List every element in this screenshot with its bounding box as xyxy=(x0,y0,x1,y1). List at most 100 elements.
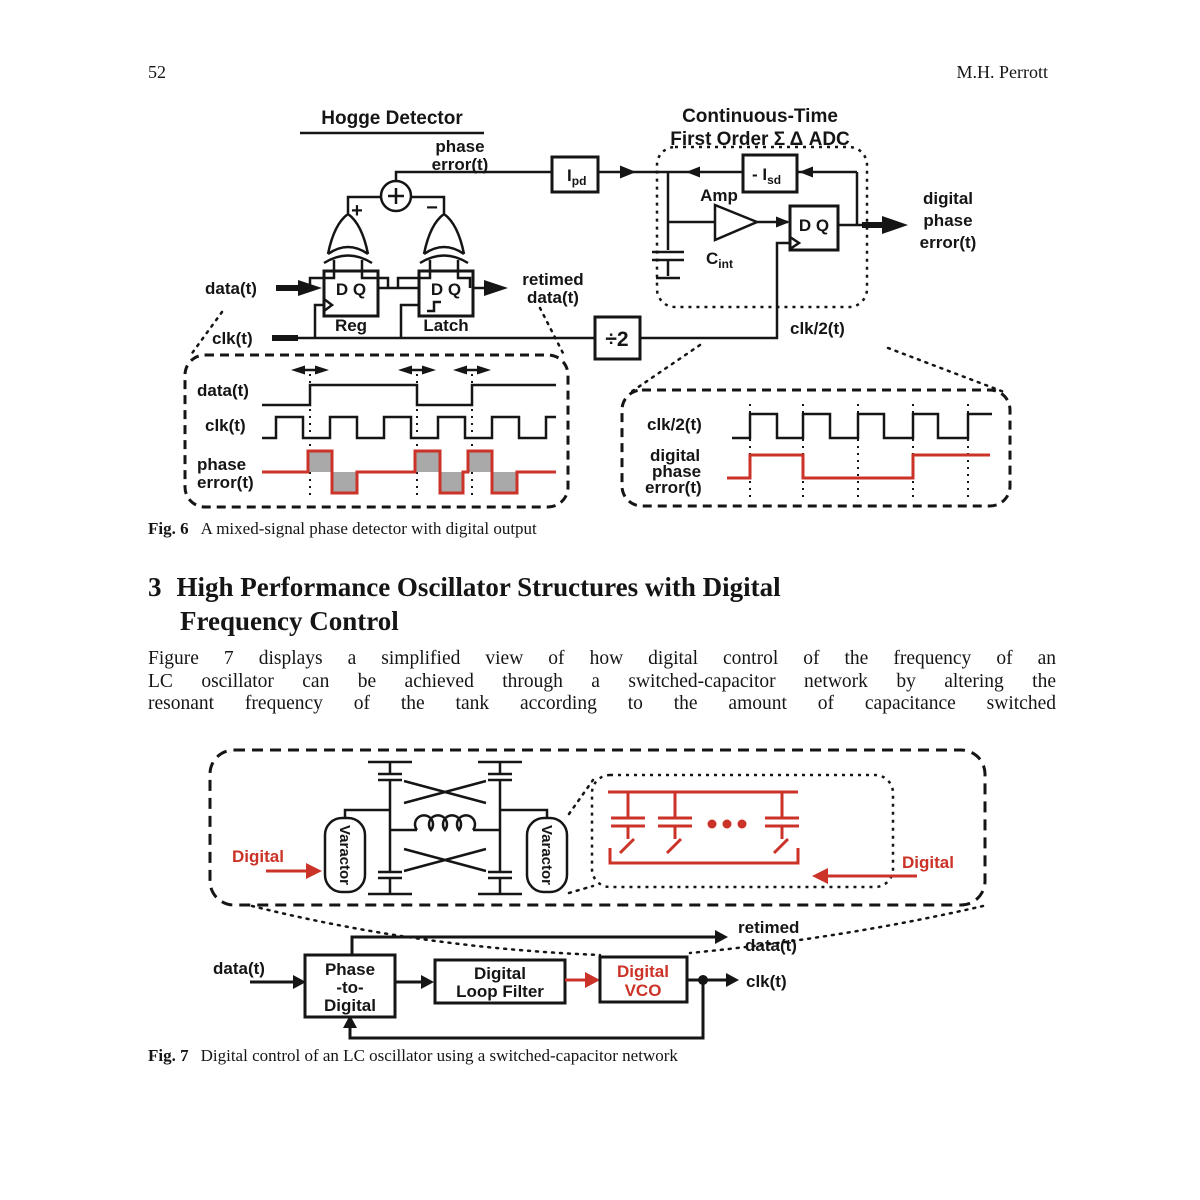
wave-clk2-label: clk/2(t) xyxy=(647,415,702,434)
data-waveform xyxy=(262,383,556,407)
retimed-label-2: data(t) xyxy=(527,288,579,307)
fig6-diagram: Hogge Detector Continuous-Time First Ord… xyxy=(183,106,1012,509)
section-number: 3 xyxy=(148,572,162,602)
switched-cap-dashed-box xyxy=(590,773,895,889)
varactor-zoom-links xyxy=(567,778,595,895)
clk2-waveform xyxy=(732,412,992,440)
latch-box xyxy=(417,269,475,318)
isd-label: - Isd xyxy=(752,165,781,187)
fig6-caption-text: A mixed-signal phase detector with digit… xyxy=(200,519,537,538)
fig7-caption-label: Fig. 7 xyxy=(148,1046,189,1065)
paragraph-line: Figure 7 displays a simplified view of h… xyxy=(148,648,1056,669)
fig7-callout-curves xyxy=(250,904,985,957)
reg-label: Reg xyxy=(335,316,367,335)
data-arrowhead xyxy=(293,975,306,989)
integrator-wires xyxy=(652,170,743,280)
fig7-retimed-label-2: data(t) xyxy=(745,936,797,955)
adc-dff-clock-triangle xyxy=(789,235,802,251)
amp-label: Amp xyxy=(700,186,738,205)
fig7-retimed-label-1: retimed xyxy=(738,918,799,937)
cross-coupled-transistors xyxy=(368,760,522,896)
adc-out-arrowhead xyxy=(882,216,908,234)
amp-triangle xyxy=(713,203,761,242)
adc-title-line1: Continuous-Time xyxy=(682,106,838,127)
fig7-outer-dashed-box xyxy=(208,748,987,907)
header-author: M.H. Perrott xyxy=(956,62,1049,82)
fig6-caption: Fig. 6 A mixed-signal phase detector with… xyxy=(148,519,537,539)
hogge-title: Hogge Detector xyxy=(321,108,463,129)
loop-box-line1: Digital xyxy=(474,964,526,983)
page-number: 52 xyxy=(148,62,166,82)
latch-level-symbol xyxy=(427,300,441,313)
reg-dq-label: D Q xyxy=(336,280,366,299)
sum-plus-sign: + xyxy=(351,200,363,222)
paragraph-line: resonant frequency of the tank according… xyxy=(148,693,1056,714)
clk-t-label: clk(t) xyxy=(212,329,253,348)
reg-clock-triangle xyxy=(323,298,335,312)
retimed-label-1: retimed xyxy=(522,270,583,289)
phase-box-line2: -to- xyxy=(336,978,363,997)
phase-error-waveform xyxy=(262,449,556,495)
feedback-wire xyxy=(348,980,705,1040)
retimed-arrowhead7 xyxy=(715,930,728,944)
loop-box-line2: Loop Filter xyxy=(456,982,544,1001)
isd-feedback-arrowhead xyxy=(686,166,700,178)
digital-out-label-2: phase xyxy=(923,211,972,230)
digital-phase-error-waveform xyxy=(727,453,990,480)
digital-left-label: Digital xyxy=(232,847,284,866)
vco-box-line2: VCO xyxy=(625,981,662,1000)
divide-by-2-label: ÷2 xyxy=(605,328,628,351)
ipd-label: Ipd xyxy=(567,166,586,188)
phase-error-label-1: phase xyxy=(435,137,484,156)
data-t-label: data(t) xyxy=(205,279,257,298)
right-panel-border xyxy=(620,388,1012,508)
wave-dpe-label-1: digital xyxy=(650,446,700,465)
phase-error-wire xyxy=(394,170,552,181)
phase-error-shaded-areas xyxy=(308,451,517,493)
ipd-out-arrowhead xyxy=(620,165,636,179)
fig7-clk-label: clk(t) xyxy=(746,972,787,991)
wave-dpe-label-3: error(t) xyxy=(645,478,702,497)
retimed-wire xyxy=(350,935,717,955)
adc-out-wires xyxy=(838,172,884,227)
fig7-diagram: Varactor Varactor Digital Digital data(t… xyxy=(208,748,987,1040)
wave-data-label: data(t) xyxy=(197,381,249,400)
xor-gate-left xyxy=(323,212,373,265)
paragraph-line: LC oscillator can be achieved through a … xyxy=(148,670,1056,692)
wave-clk-label: clk(t) xyxy=(205,416,246,435)
section-title-line2: Frequency Control xyxy=(180,606,399,636)
feedback-arrowhead xyxy=(343,1015,357,1028)
ellipsis-dots xyxy=(707,819,747,829)
reg-flipflop-box xyxy=(322,269,380,318)
varactor-right-label: Varactor xyxy=(538,825,555,885)
adc-dff-box xyxy=(788,204,840,252)
fig6-left-waveform-panel: data(t) clk(t) phase error(t) xyxy=(183,353,570,509)
digital-out-label-1: digital xyxy=(923,189,973,208)
vco-box-line1: Digital xyxy=(617,962,669,981)
fig6-caption-label: Fig. 6 xyxy=(148,519,189,538)
digital-right-label: Digital xyxy=(902,853,954,872)
varactor-left-label: Varactor xyxy=(336,825,353,885)
amp-out-arrowhead xyxy=(776,216,790,228)
digital-left-arrowhead xyxy=(306,863,322,879)
retimed-arrowhead xyxy=(484,280,508,296)
wave-dpe-label-2: phase xyxy=(652,462,701,481)
digital-out-label-3: error(t) xyxy=(920,233,977,252)
loop-to-vco-arrowhead xyxy=(585,972,600,988)
varactor-links xyxy=(343,808,549,818)
isd-in-arrowhead xyxy=(799,166,813,178)
phase-error-label-2: error(t) xyxy=(432,155,489,174)
latch-label: Latch xyxy=(423,316,468,335)
clk-wires xyxy=(296,303,595,340)
data-input-arrowhead xyxy=(298,280,322,296)
switched-capacitor-array xyxy=(608,790,800,865)
section-title-line1: High Performance Oscillator Structures w… xyxy=(176,572,781,602)
fig6-callout-lines xyxy=(188,306,1006,394)
varactor-left-box xyxy=(323,816,367,894)
clk-waveform xyxy=(262,415,556,440)
inductor-coil xyxy=(413,814,477,832)
xor-gate-right xyxy=(419,212,469,265)
